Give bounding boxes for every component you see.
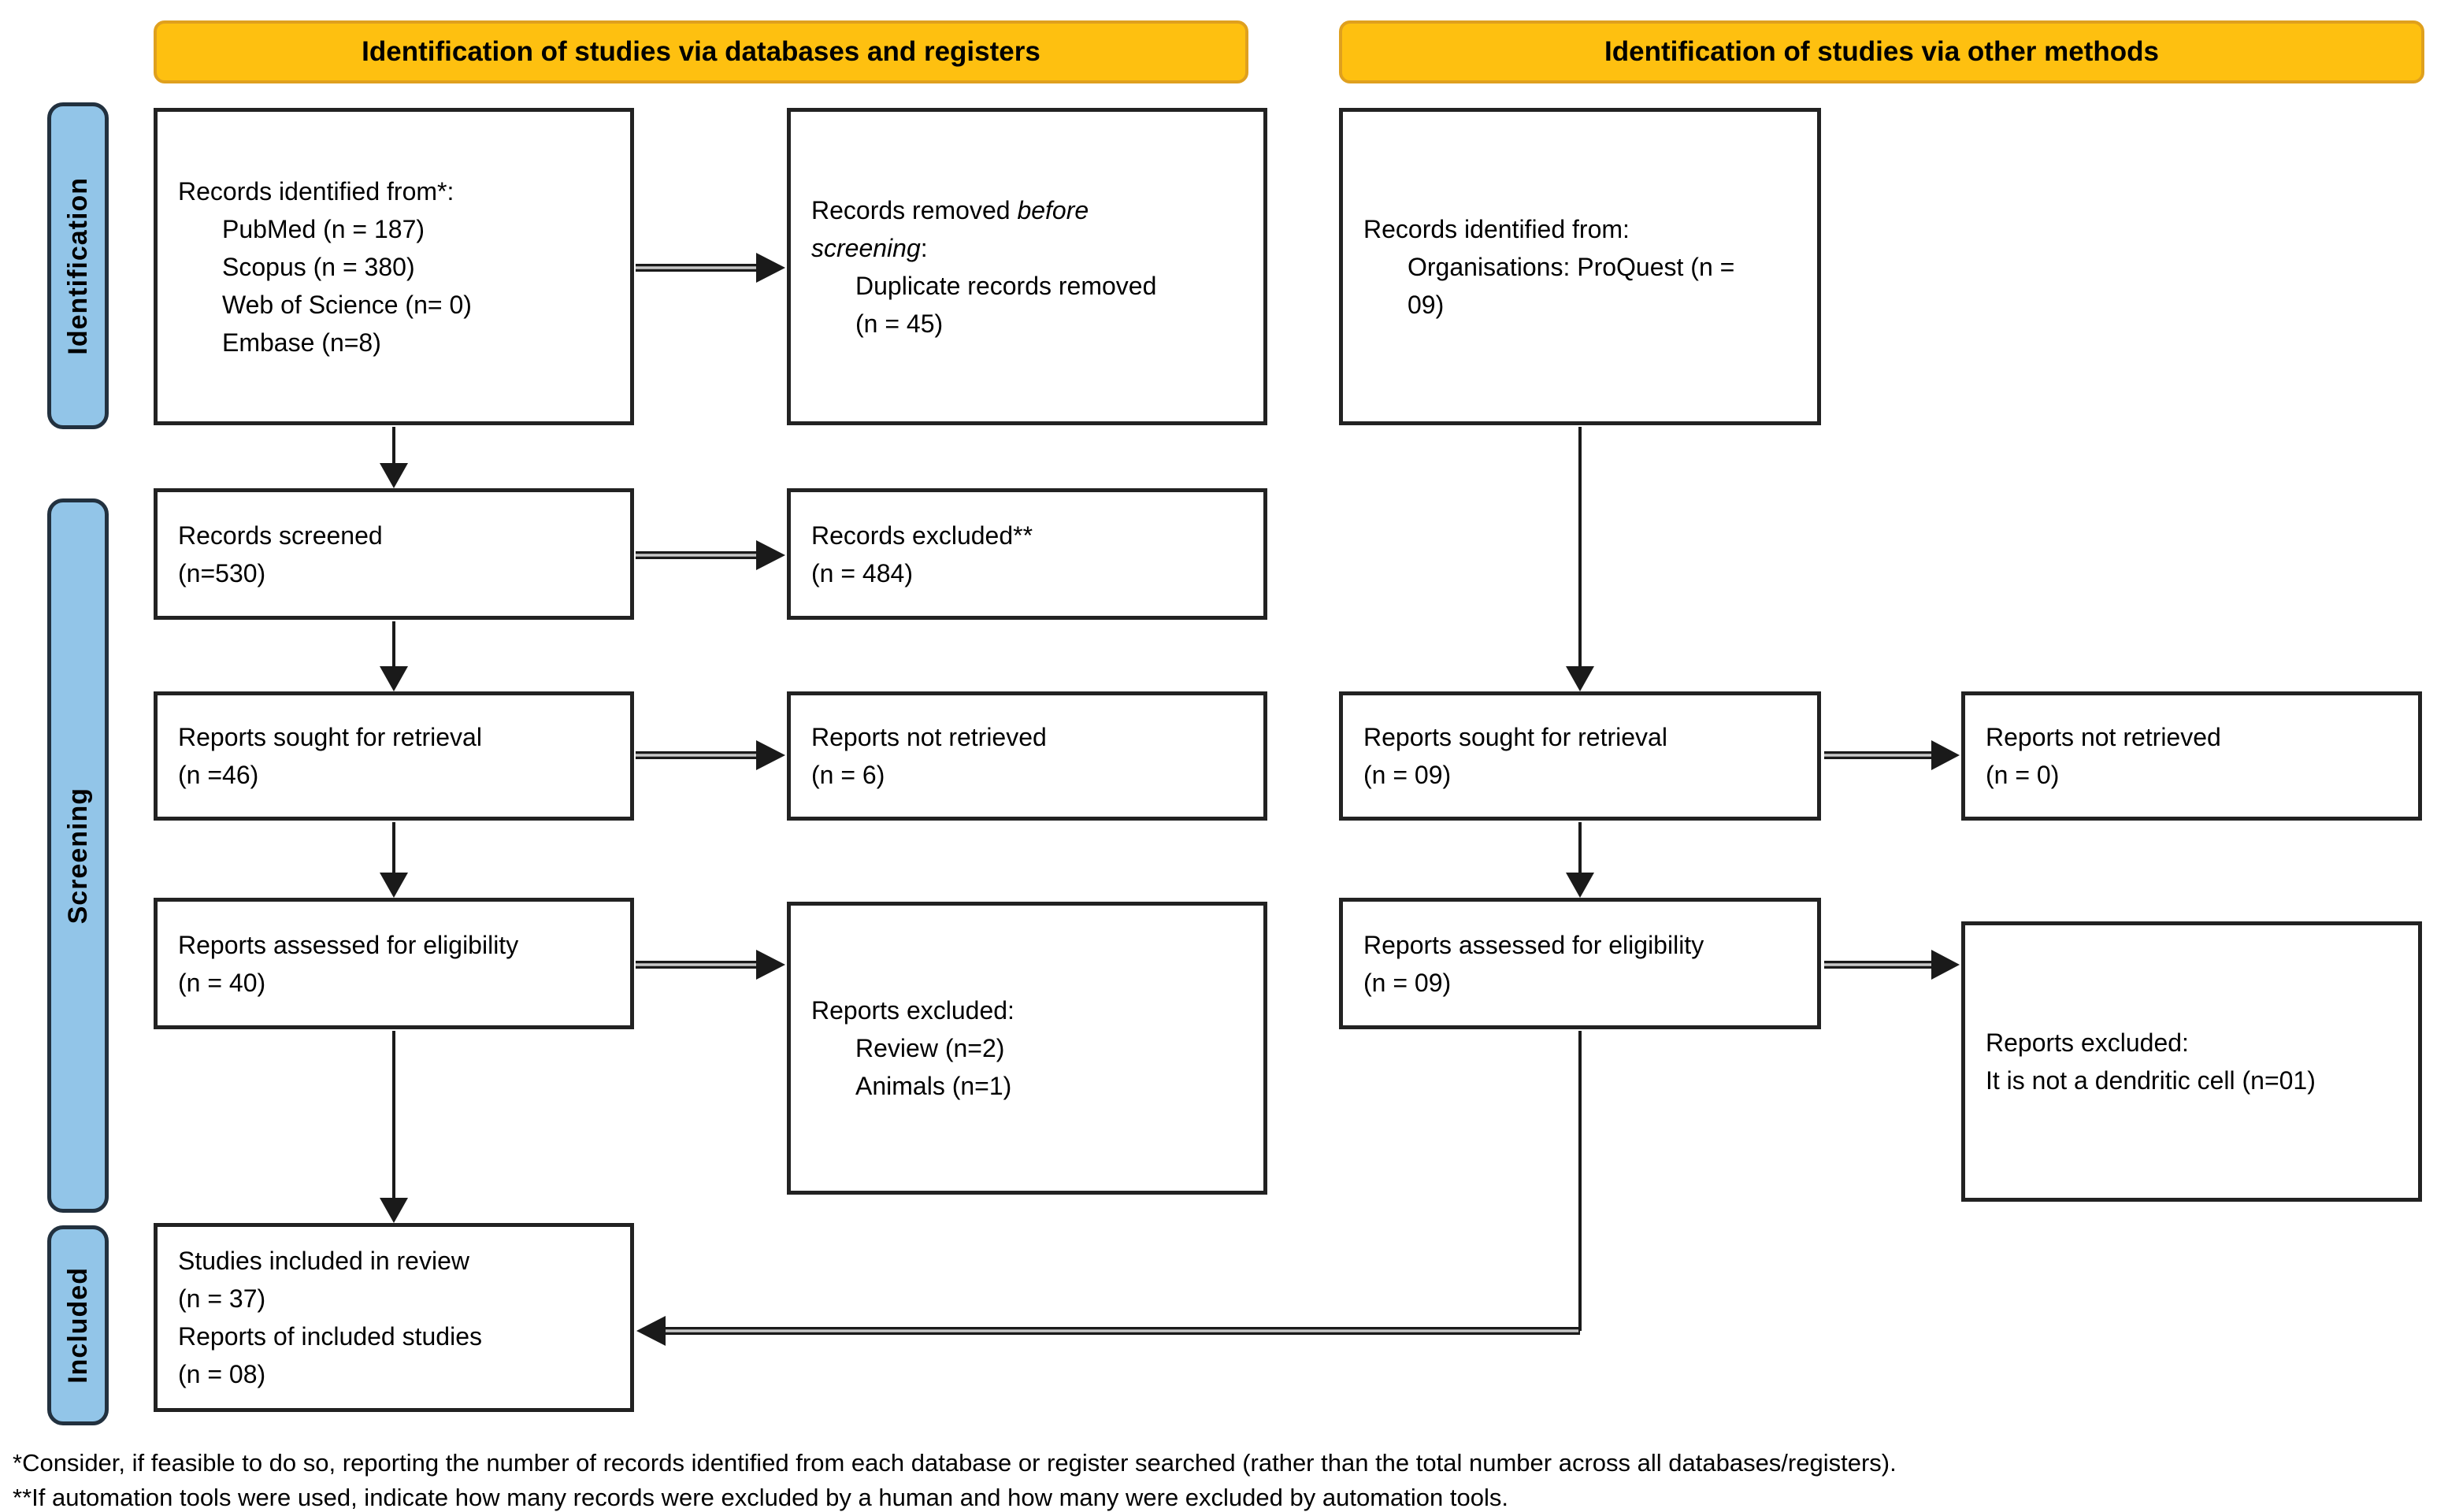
arrow-other-sought-to-not-retrieved — [1824, 740, 1960, 770]
sidebar-identification: Identification — [47, 102, 109, 429]
box-reports-excluded-other: Reports excluded:It is not a dendritic c… — [1961, 921, 2422, 1202]
arrow-screened-to-excluded — [636, 540, 785, 570]
arrow-sought-to-not-retrieved — [636, 740, 785, 770]
sidebar-included: Included — [47, 1225, 109, 1425]
box-reports-not-retrieved-other: Reports not retrieved(n = 0) — [1961, 691, 2422, 821]
arrow-assessed-to-excluded — [636, 950, 785, 980]
box-reports-not-retrieved-databases: Reports not retrieved(n = 6) — [787, 691, 1267, 821]
arrow-other-sought-to-assessed — [1566, 822, 1594, 898]
banner-databases-registers: Identification of studies via databases … — [154, 20, 1248, 83]
box-reports-assessed-databases: Reports assessed for eligibility(n = 40) — [154, 898, 634, 1029]
box-records-excluded: Records excluded**(n = 484) — [787, 488, 1267, 620]
arrow-other-assessed-to-excluded — [1824, 950, 1960, 980]
banner-other-methods: Identification of studies via other meth… — [1339, 20, 2424, 83]
box-studies-included: Studies included in review(n = 37)Report… — [154, 1223, 634, 1412]
box-reports-sought-databases: Reports sought for retrieval(n =46) — [154, 691, 634, 821]
box-reports-excluded-databases: Reports excluded:Review (n=2)Animals (n=… — [787, 902, 1267, 1195]
box-reports-assessed-other: Reports assessed for eligibility(n = 09) — [1339, 898, 1821, 1029]
box-records-identified-databases: Records identified from*:PubMed (n = 187… — [154, 108, 634, 425]
arrow-identified-to-removed — [636, 253, 785, 283]
box-records-screened: Records screened(n=530) — [154, 488, 634, 620]
footnote-databases: *Consider, if feasible to do so, reporti… — [13, 1449, 1897, 1477]
arrow-screened-to-sought — [380, 621, 408, 691]
box-records-identified-other: Records identified from:Organisations: P… — [1339, 108, 1821, 425]
sidebar-identification-label: Identification — [62, 176, 93, 355]
sidebar-screening: Screening — [47, 498, 109, 1213]
arrow-assessed-to-included — [380, 1031, 408, 1223]
arrow-sought-to-assessed — [380, 822, 408, 898]
footnote-automation: **If automation tools were used, indicat… — [13, 1484, 1508, 1511]
sidebar-included-label: Included — [62, 1267, 93, 1384]
box-reports-sought-other: Reports sought for retrieval(n = 09) — [1339, 691, 1821, 821]
arrow-db-identified-to-screened — [380, 427, 408, 488]
arrow-other-identified-to-sought — [1566, 427, 1594, 691]
sidebar-screening-label: Screening — [62, 787, 93, 925]
